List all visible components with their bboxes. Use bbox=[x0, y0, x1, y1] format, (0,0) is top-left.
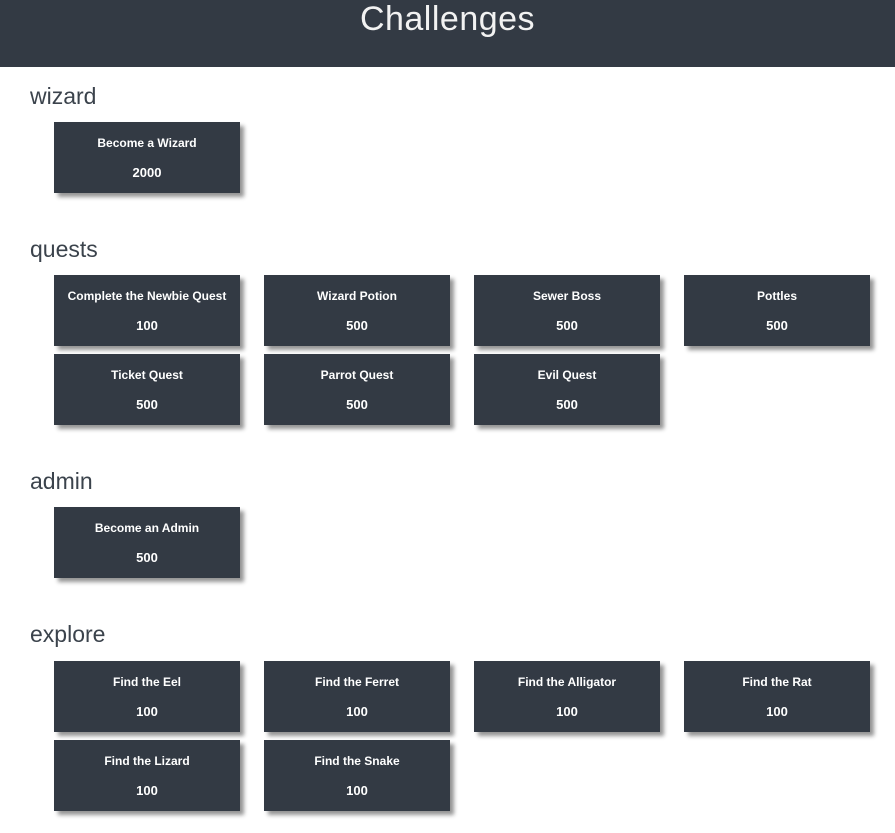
challenge-points: 100 bbox=[136, 318, 158, 334]
challenge-name: Find the Alligator bbox=[517, 674, 617, 689]
challenge-name: Complete the Newbie Quest bbox=[67, 289, 227, 304]
challenge-card[interactable]: Find the Rat 100 bbox=[684, 660, 870, 732]
challenge-card[interactable]: Ticket Quest 500 bbox=[54, 354, 240, 426]
challenge-name: Find the Rat bbox=[742, 674, 812, 689]
challenge-card[interactable]: Become an Admin 500 bbox=[54, 507, 240, 579]
challenge-name: Pottles bbox=[756, 289, 797, 304]
challenge-card[interactable]: Pottles 500 bbox=[684, 275, 870, 347]
challenge-points: 100 bbox=[136, 782, 158, 798]
challenge-section: wizard Become a Wizard 2000 bbox=[30, 83, 870, 194]
challenge-card[interactable]: Parrot Quest 500 bbox=[264, 354, 450, 426]
challenge-name: Parrot Quest bbox=[320, 368, 394, 383]
page-title: Challenges bbox=[359, 0, 536, 38]
challenge-points: 100 bbox=[346, 703, 368, 719]
challenge-card[interactable]: Find the Alligator 100 bbox=[474, 660, 660, 732]
challenge-name: Ticket Quest bbox=[111, 368, 183, 383]
challenge-section: quests Complete the Newbie Quest 100 Wiz… bbox=[30, 236, 870, 426]
section-cards: Become a Wizard 2000 bbox=[30, 122, 870, 194]
challenge-card[interactable]: Find the Snake 100 bbox=[264, 739, 450, 811]
challenge-name: Evil Quest bbox=[537, 368, 597, 383]
challenge-name: Find the Snake bbox=[314, 753, 400, 768]
challenge-card[interactable]: Sewer Boss 500 bbox=[474, 275, 660, 347]
section-cards: Complete the Newbie Quest 100 Wizard Pot… bbox=[30, 275, 870, 426]
challenge-points: 500 bbox=[136, 550, 158, 566]
challenge-points: 100 bbox=[556, 703, 578, 719]
challenge-points: 100 bbox=[136, 703, 158, 719]
challenge-card[interactable]: Evil Quest 500 bbox=[474, 354, 660, 426]
page-header: Challenges bbox=[0, 0, 895, 67]
challenge-name: Find the Eel bbox=[112, 674, 181, 689]
section-title: explore bbox=[30, 621, 106, 648]
challenge-points: 500 bbox=[346, 318, 368, 334]
challenge-card[interactable]: Find the Eel 100 bbox=[54, 660, 240, 732]
section-title: admin bbox=[30, 468, 93, 495]
challenge-name: Wizard Potion bbox=[317, 289, 397, 304]
challenges-board: wizard Become a Wizard 2000 quests Compl… bbox=[0, 67, 895, 827]
challenge-card[interactable]: Find the Ferret 100 bbox=[264, 660, 450, 732]
challenge-points: 500 bbox=[346, 397, 368, 413]
challenge-points: 500 bbox=[556, 397, 578, 413]
challenge-points: 100 bbox=[346, 782, 368, 798]
challenge-name: Find the Ferret bbox=[314, 674, 399, 689]
challenge-name: Become a Wizard bbox=[97, 136, 197, 151]
challenge-card[interactable]: Wizard Potion 500 bbox=[264, 275, 450, 347]
section-cards: Become an Admin 500 bbox=[30, 507, 870, 579]
challenge-points: 500 bbox=[766, 318, 788, 334]
challenge-card[interactable]: Complete the Newbie Quest 100 bbox=[54, 275, 240, 347]
challenge-card[interactable]: Become a Wizard 2000 bbox=[54, 122, 240, 194]
section-cards: Find the Eel 100 Find the Ferret 100 Fin… bbox=[30, 660, 870, 811]
section-title: wizard bbox=[30, 83, 97, 109]
challenge-name: Become an Admin bbox=[94, 521, 200, 536]
challenge-section: admin Become an Admin 500 bbox=[30, 468, 870, 579]
challenge-name: Find the Lizard bbox=[104, 753, 190, 768]
challenge-points: 500 bbox=[136, 397, 158, 413]
challenge-card[interactable]: Find the Lizard 100 bbox=[54, 739, 240, 811]
challenge-section: explore Find the Eel 100 Find the Ferret… bbox=[30, 621, 870, 811]
challenge-points: 500 bbox=[556, 318, 578, 334]
challenge-points: 2000 bbox=[132, 165, 162, 181]
challenge-points: 100 bbox=[766, 703, 788, 719]
section-title: quests bbox=[30, 236, 98, 263]
challenge-name: Sewer Boss bbox=[532, 289, 602, 304]
